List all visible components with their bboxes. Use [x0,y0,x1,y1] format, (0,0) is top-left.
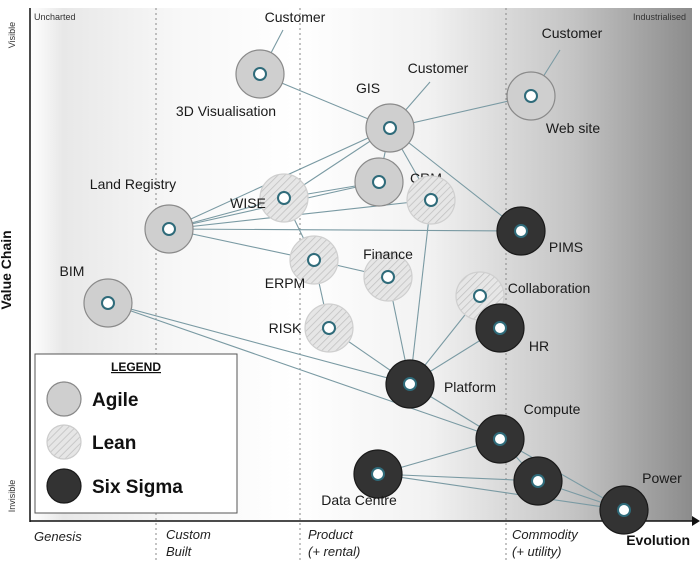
y-axis-bottom-label: Invisible [7,480,17,513]
component-node-dc [371,467,385,481]
component-wise[interactable]: WISE [230,173,309,223]
component-land[interactable]: Land Registry [90,176,194,254]
component-node-viz [253,67,267,81]
component-node-finance [381,270,395,284]
component-node-wise [277,191,291,205]
component-node-bim [101,296,115,310]
component-node-land [162,222,176,236]
component-web[interactable]: Web site [506,71,600,136]
legend-label-sixsigma: Six Sigma [92,477,183,498]
component-label-collab: Collaboration [508,280,591,296]
stage-product-line1: Product [308,527,354,542]
stage-product-line2: (+ rental) [308,544,360,559]
component-label-compute: Compute [524,401,581,417]
component-ss2[interactable] [513,456,563,506]
component-label-cust1: Customer [265,9,326,25]
component-erpm[interactable]: ERPM [265,235,339,291]
link-gis-pims [389,127,522,232]
component-compute[interactable]: Compute [475,401,581,464]
component-finance[interactable]: Finance [363,246,413,302]
stage-custom-line2: Built [166,544,193,559]
component-node-pims [514,224,528,238]
component-label-land: Land Registry [90,176,176,192]
component-label-wise: WISE [230,195,266,211]
component-pims[interactable]: PIMS [496,206,583,256]
component-label-cust2: Customer [408,60,469,76]
link-bim-compute [107,302,501,440]
link-land-pims [168,228,522,232]
stage-genesis: Genesis [34,529,82,544]
component-node-collab [473,289,487,303]
component-node-platform [403,377,417,391]
component-label-web: Web site [546,120,600,136]
component-label-pims: PIMS [549,239,583,255]
component-dc[interactable]: Data Centre [321,449,403,508]
legend-label-lean: Lean [92,433,136,454]
component-label-cust3: Customer [542,25,603,41]
component-crmlean[interactable] [406,175,456,225]
corner-uncharted: Uncharted [34,12,76,22]
component-label-dc: Data Centre [321,492,397,508]
link-dc-power [377,473,625,511]
stage-commodity-line2: (+ utility) [512,544,561,559]
component-label-gis: GIS [356,80,380,96]
component-node-web [524,89,538,103]
component-gis[interactable]: GIS [356,80,415,153]
component-label-finance: Finance [363,246,413,262]
component-node-ss2 [531,474,545,488]
component-node-erpm [307,253,321,267]
component-hr[interactable]: HR [475,303,549,354]
component-node-power [617,503,631,517]
stage-custom-line1: Custom [166,527,211,542]
component-label-platform: Platform [444,379,496,395]
component-risk[interactable]: RISK [269,303,354,353]
x-axis-arrow-icon [692,516,700,526]
y-axis-title: Value Chain [0,230,14,309]
link-bim-platform [107,302,411,385]
component-label-power: Power [642,470,682,486]
legend-swatch-agile [46,381,82,417]
component-node-risk [322,321,336,335]
component-node-crmlean [424,193,438,207]
component-label-erpm: ERPM [265,275,305,291]
link-dc-ss2 [377,473,539,482]
x-axis-title: Evolution [626,532,690,548]
legend-label-agile: Agile [92,390,138,411]
legend-swatch-sixsigma [46,468,82,504]
legend-swatch-lean [46,424,82,460]
component-node-compute [493,432,507,446]
component-platform[interactable]: Platform [385,359,496,409]
link-land-erpm [168,228,315,261]
component-node-crm [372,175,386,189]
component-label-bim: BIM [60,263,85,279]
component-label-hr: HR [529,338,549,354]
component-label-viz: 3D Visualisation [176,103,276,119]
component-power[interactable]: Power [599,470,682,535]
stage-commodity-line1: Commodity [512,527,579,542]
component-node-gis [383,121,397,135]
component-bim[interactable]: BIM [60,263,133,328]
component-viz[interactable]: 3D Visualisation [176,49,285,119]
y-axis-top-label: Visible [7,22,17,48]
legend-title: LEGEND [111,360,161,374]
component-label-risk: RISK [269,320,302,336]
component-node-hr [493,321,507,335]
corner-industrialised: Industrialised [633,12,686,22]
